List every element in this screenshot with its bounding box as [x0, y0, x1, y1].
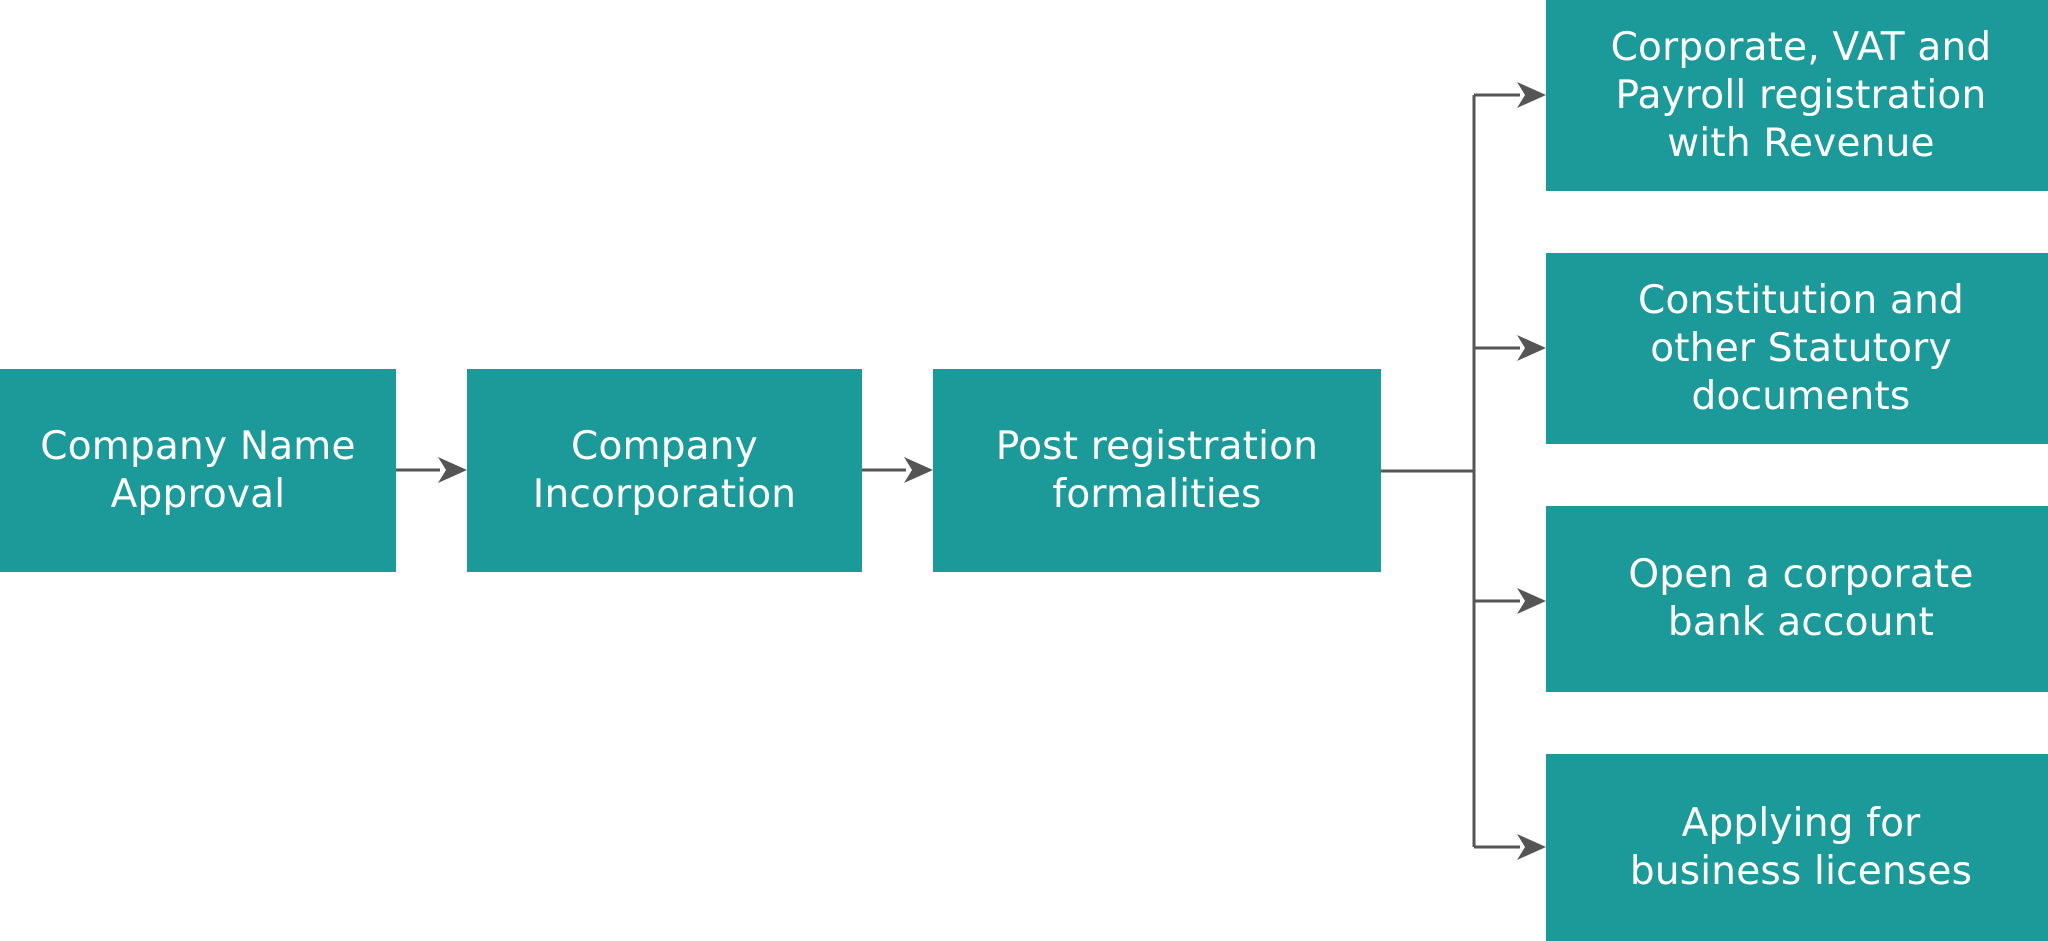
- outcome-label: Corporate, VAT and Payroll registration …: [1610, 24, 1992, 166]
- arrowhead-post-registration: [904, 457, 933, 483]
- step-label: Post registration formalities: [995, 423, 1319, 517]
- outcome-business-licenses: Applying for business licenses: [1546, 754, 2048, 941]
- arrowhead-bank-account: [1517, 588, 1546, 614]
- outcome-statutory-documents: Constitution and other Statutory documen…: [1546, 253, 2048, 444]
- outcome-bank-account: Open a corporate bank account: [1546, 506, 2048, 692]
- step-company-incorporation: Company Incorporation: [467, 369, 862, 572]
- step-company-name-approval: Company Name Approval: [0, 369, 396, 572]
- step-label: Company Incorporation: [532, 423, 797, 517]
- arrowhead-revenue-registration: [1517, 82, 1546, 108]
- outcome-label: Open a corporate bank account: [1628, 552, 1974, 645]
- step-label: Company Name Approval: [40, 423, 356, 517]
- outcome-revenue-registration: Corporate, VAT and Payroll registration …: [1546, 0, 2048, 191]
- outcome-label: Applying for business licenses: [1629, 800, 1973, 894]
- arrowhead-statutory-documents: [1517, 335, 1546, 361]
- step-post-registration-formalities: Post registration formalities: [933, 369, 1381, 572]
- outcome-label: Constitution and other Statutory documen…: [1638, 277, 1964, 419]
- arrowhead-business-licenses: [1517, 834, 1546, 860]
- arrowhead-incorporation: [438, 457, 467, 483]
